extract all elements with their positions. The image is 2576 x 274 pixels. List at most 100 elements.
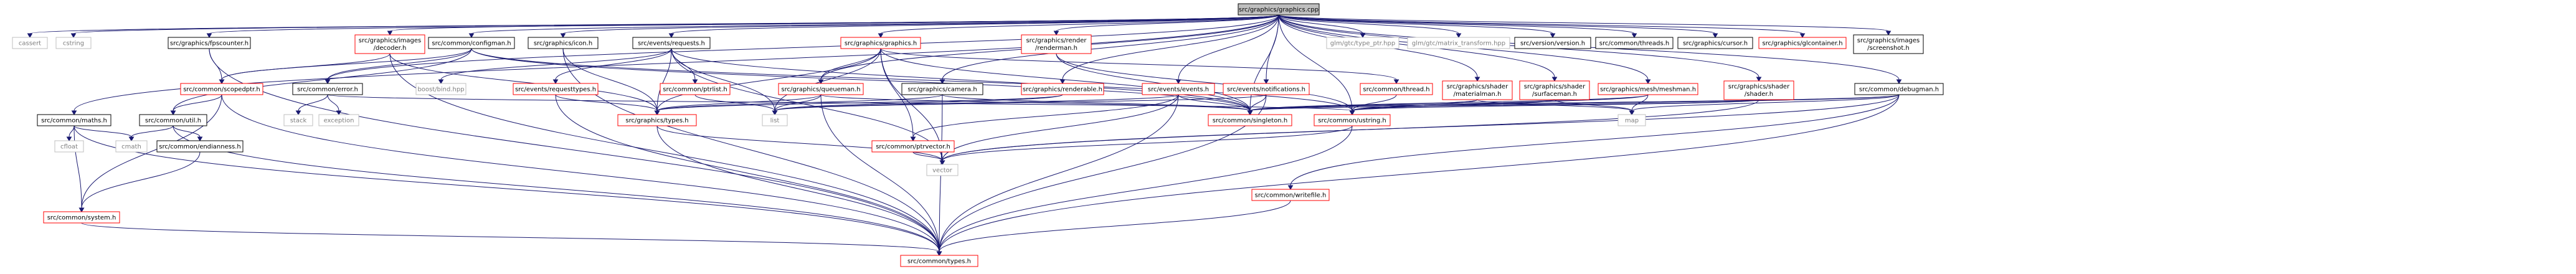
svg-text:src/common/writefile.h: src/common/writefile.h — [1255, 192, 1327, 199]
svg-text:src/common/error.h: src/common/error.h — [297, 87, 358, 93]
svg-text:/renderman.h: /renderman.h — [1035, 45, 1077, 52]
svg-text:/shader.h: /shader.h — [1745, 91, 1773, 98]
node-thread[interactable]: src/common/thread.h — [1360, 83, 1433, 95]
edge-maths-to-cfloat — [66, 125, 75, 141]
node-icon[interactable]: src/graphics/icon.h — [528, 37, 599, 49]
node-shader-materialman[interactable]: src/graphics/shader /materialman.h — [1442, 80, 1513, 100]
edge-debugman-to-writefile — [1287, 94, 1900, 190]
edge-scopedptr-to-util — [170, 94, 222, 115]
node-shader-shader[interactable]: src/graphics/shader /shader.h — [1723, 80, 1794, 100]
node-queueman[interactable]: src/graphics/queueman.h — [778, 83, 864, 95]
svg-text:cmath: cmath — [121, 144, 141, 151]
edge-configman-to-error — [324, 48, 472, 84]
node-shader-surfaceman[interactable]: src/graphics/shader /surfaceman.h — [1519, 80, 1590, 100]
edge-maths-to-cmath — [73, 125, 135, 141]
node-glcontainer[interactable]: src/graphics/glcontainer.h — [1758, 37, 1847, 49]
svg-text:src/events/notifications.h: src/events/notifications.h — [1227, 87, 1305, 93]
svg-text:src/graphics/shader: src/graphics/shader — [1728, 83, 1790, 90]
svg-text:src/events/requesttypes.h: src/events/requesttypes.h — [515, 87, 596, 93]
svg-text:src/graphics/glcontainer.h: src/graphics/glcontainer.h — [1762, 40, 1842, 47]
edge-writefile-to-common-types — [936, 200, 1291, 256]
node-error[interactable]: src/common/error.h — [292, 83, 363, 95]
edge-graphics-cpp-to-version — [1278, 14, 1556, 38]
svg-text:exception: exception — [324, 118, 354, 125]
svg-text:src/common/endianness.h: src/common/endianness.h — [159, 144, 240, 151]
edge-requests-to-boost-bind — [438, 48, 672, 84]
node-cursor[interactable]: src/graphics/cursor.h — [1677, 37, 1753, 49]
node-graphics-types[interactable]: src/graphics/types.h — [617, 114, 697, 126]
node-stack: stack — [283, 114, 313, 126]
node-endianness[interactable]: src/common/endianness.h — [156, 140, 244, 153]
svg-text:src/graphics/queueman.h: src/graphics/queueman.h — [781, 87, 860, 93]
node-util[interactable]: src/common/util.h — [139, 114, 207, 126]
svg-text:src/graphics/graphics.h: src/graphics/graphics.h — [845, 40, 917, 47]
edge-graphics-cpp-to-ustring — [1278, 14, 1355, 115]
edge-error-to-exception — [327, 94, 342, 115]
node-render-renderman[interactable]: src/graphics/render /renderman.h — [1021, 34, 1092, 54]
svg-text:src/graphics/icon.h: src/graphics/icon.h — [534, 40, 592, 47]
svg-text:src/common/ptrlist.h: src/common/ptrlist.h — [663, 87, 727, 93]
node-images-decoder[interactable]: src/graphics/images /decoder.h — [354, 34, 425, 54]
svg-text:src/common/thread.h: src/common/thread.h — [1363, 87, 1429, 93]
edge-requests-to-graphics-types — [654, 48, 672, 115]
edge-requesttypes-to-common-types — [555, 94, 942, 256]
edge-requests-to-ptrlist — [671, 48, 698, 84]
node-exception: exception — [318, 114, 359, 126]
edge-renderable-to-graphics-types — [654, 94, 1063, 115]
edge-util-to-cmath — [128, 125, 174, 141]
svg-text:/decoder.h: /decoder.h — [374, 45, 407, 52]
node-fpscounter[interactable]: src/graphics/fpscounter.h — [168, 37, 251, 49]
node-ptrlist[interactable]: src/common/ptrlist.h — [660, 83, 731, 95]
node-map: map — [1617, 114, 1646, 126]
node-graphics-h[interactable]: src/graphics/graphics.h — [840, 37, 921, 49]
node-common-types[interactable]: src/common/types.h — [900, 255, 978, 267]
edge-icon-to-graphics-types — [562, 48, 660, 115]
svg-text:map: map — [1625, 118, 1639, 125]
svg-text:src/common/util.h: src/common/util.h — [145, 118, 201, 125]
edge-graphics-cpp-to-notifications — [1263, 14, 1279, 84]
node-system[interactable]: src/common/system.h — [43, 211, 120, 224]
node-mesh-meshman[interactable]: src/graphics/mesh/meshman.h — [1598, 83, 1698, 95]
svg-text:src/graphics/shader: src/graphics/shader — [1447, 83, 1508, 90]
edge-requests-to-requesttypes — [552, 48, 672, 84]
node-images-screenshot[interactable]: src/graphics/images /screenshot.h — [1853, 34, 1924, 54]
node-requesttypes[interactable]: src/events/requesttypes.h — [513, 83, 599, 95]
node-notifications[interactable]: src/events/notifications.h — [1223, 83, 1310, 95]
node-type-ptr: glm/gtc/type_ptr.hpp — [1326, 37, 1399, 49]
svg-text:boost/bind.hpp: boost/bind.hpp — [417, 87, 464, 93]
node-list: list — [762, 114, 788, 126]
edge-graphics-cpp-to-icon — [560, 14, 1279, 38]
edge-graphics-cpp-to-images-decoder — [387, 14, 1279, 35]
svg-text:/surfaceman.h: /surfaceman.h — [1532, 91, 1577, 98]
node-camera[interactable]: src/graphics/camera.h — [901, 83, 983, 95]
edge-scopedptr-to-system — [78, 94, 222, 212]
node-writefile[interactable]: src/common/writefile.h — [1251, 189, 1330, 201]
node-configman[interactable]: src/common/configman.h — [428, 37, 515, 49]
node-debugman[interactable]: src/common/debugman.h — [1854, 83, 1944, 95]
edge-fpscounter-to-common-types — [209, 48, 942, 256]
node-singleton[interactable]: src/common/singleton.h — [1208, 114, 1292, 126]
node-ustring[interactable]: src/common/ustring.h — [1314, 114, 1391, 126]
edge-error-to-stack — [295, 94, 328, 115]
dependency-edges — [27, 14, 1902, 256]
edge-ptrvector-to-vector — [912, 151, 945, 165]
edge-graphics-cpp-to-events — [1175, 14, 1279, 84]
node-scopedptr[interactable]: src/common/scopedptr.h — [180, 83, 263, 95]
svg-text:src/graphics/renderable.h: src/graphics/renderable.h — [1023, 87, 1102, 93]
edge-maths-to-system — [73, 125, 85, 212]
node-events[interactable]: src/events/events.h — [1142, 83, 1215, 95]
node-ptrvector[interactable]: src/common/ptrvector.h — [871, 140, 955, 153]
node-threads[interactable]: src/common/threads.h — [1595, 37, 1674, 49]
edge-system-to-common-types — [81, 222, 942, 256]
node-graphics-cpp[interactable]: src/graphics/graphics.cpp — [1238, 3, 1320, 16]
svg-text:glm/gtc/type_ptr.hpp: glm/gtc/type_ptr.hpp — [1330, 40, 1395, 47]
svg-text:src/events/events.h: src/events/events.h — [1148, 87, 1209, 93]
node-version[interactable]: src/version/version.h — [1514, 37, 1591, 49]
node-renderable[interactable]: src/graphics/renderable.h — [1021, 83, 1104, 95]
node-matrix-transform: glm/gtc/matrix_transform.hpp — [1407, 37, 1510, 49]
node-requests[interactable]: src/events/requests.h — [632, 37, 711, 49]
node-maths[interactable]: src/common/maths.h — [37, 114, 111, 126]
svg-text:src/events/requests.h: src/events/requests.h — [638, 40, 705, 47]
node-vector: vector — [926, 164, 959, 176]
edge-graphics-cpp-to-graphics-h — [878, 14, 1279, 38]
